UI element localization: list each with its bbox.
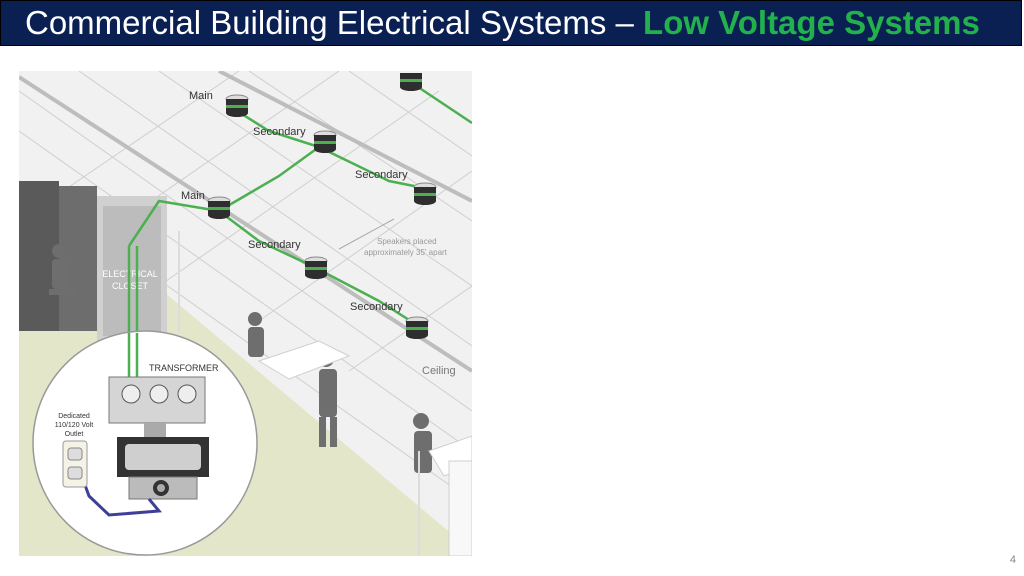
speaker-units: [207, 73, 437, 339]
title-highlight: Low Voltage Systems: [643, 4, 980, 41]
desks: [257, 340, 472, 556]
label-secondary-1: Secondary: [253, 126, 306, 138]
speaker-secondary-1: [313, 130, 337, 153]
speakers-note-1: Speakers placed: [377, 237, 437, 246]
outlet-label-3: Outlet: [65, 431, 84, 438]
speaker-secondary-4: [405, 316, 429, 339]
speakers-note-2: approximately 35' apart: [364, 248, 448, 257]
label-ceiling: Ceiling: [422, 365, 456, 377]
transformer-callout: [32, 330, 258, 556]
label-main-2: Main: [181, 190, 205, 202]
title-prefix: Commercial Building Electrical Systems –: [25, 4, 644, 41]
wall-partitions: [178, 231, 420, 556]
speaker-secondary-3: [304, 256, 328, 279]
speaker-secondary-2: [413, 182, 437, 205]
label-secondary-4: Secondary: [350, 301, 403, 313]
label-transformer: TRANSFORMER: [149, 363, 219, 373]
label-secondary-3: Secondary: [248, 239, 301, 251]
speaker-spacing-arrow: [338, 218, 395, 250]
page-number: 4: [1009, 554, 1016, 566]
low-voltage-diagram: ELECTRICAL CLOSET: [19, 71, 472, 556]
title-bar: Commercial Building Electrical Systems –…: [0, 0, 1022, 46]
outlet-label-1: Dedicated: [58, 413, 90, 420]
speaker-top-right: [400, 73, 422, 91]
outlet-label-2: 110/120 Volt: [55, 422, 93, 429]
label-secondary-2: Secondary: [355, 169, 408, 181]
speaker-main-1: [225, 94, 249, 117]
ceiling-beams: [19, 71, 472, 373]
speaker-main-2: [207, 196, 231, 219]
label-main-1: Main: [189, 90, 213, 102]
electrical-closet: [19, 181, 167, 346]
slide-title: Commercial Building Electrical Systems –…: [25, 4, 980, 42]
